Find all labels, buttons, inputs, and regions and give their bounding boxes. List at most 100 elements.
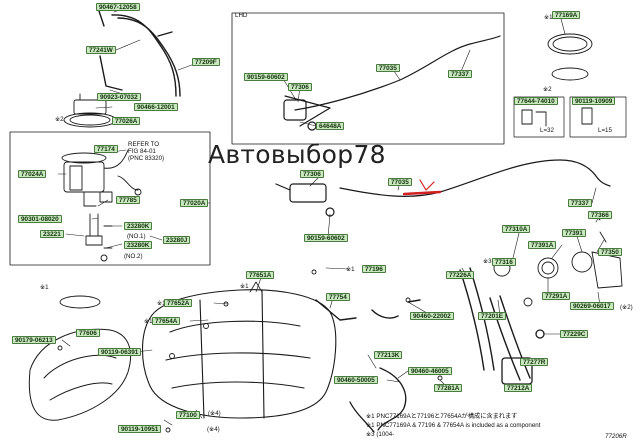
mark-77652: ※1: [157, 300, 166, 307]
no1-text: (NO.1): [127, 233, 146, 240]
part-label[interactable]: 77026A: [112, 117, 141, 125]
part-label[interactable]: 77310A: [502, 225, 531, 233]
refer-text-2: FIG 84-01: [128, 148, 156, 155]
part-label[interactable]: 77391: [562, 229, 586, 237]
part-label[interactable]: 77174: [94, 145, 118, 153]
note-3: ※3 (1004-: [366, 431, 395, 438]
part-label[interactable]: 77226A: [446, 271, 475, 279]
part-label[interactable]: 64648A: [316, 122, 345, 130]
part-label[interactable]: 77391A: [528, 241, 557, 249]
dimension-l15: L=15: [598, 127, 612, 134]
mark-ring: ※1: [40, 284, 49, 291]
tank-gasket: [59, 295, 101, 309]
refer-text-1: REFER TO: [128, 141, 160, 148]
part-label[interactable]: 90466-12001: [134, 103, 178, 111]
part-label[interactable]: 90119-06391: [98, 348, 142, 356]
part-label[interactable]: 23280J: [163, 236, 191, 244]
lhd-label: LHD: [235, 12, 248, 19]
part-label[interactable]: 77212A: [504, 384, 533, 392]
part-label[interactable]: 90269-06017: [570, 302, 614, 310]
mark-77100: (※4): [208, 410, 221, 417]
mark-77169: ※1: [544, 14, 553, 21]
part-label[interactable]: 77020A: [180, 199, 209, 207]
part-label[interactable]: 77024A: [18, 170, 47, 178]
mark-tank: ※1: [240, 283, 249, 290]
mark-77316: ※3: [483, 258, 492, 265]
part-label[interactable]: 77209F: [192, 58, 220, 66]
part-label[interactable]: 90119-10909: [572, 97, 616, 105]
pump-assembly-box: [9, 131, 211, 266]
note-japanese: ※1 PNC77169Aと77196と77654Aが構成に含まれます: [366, 413, 518, 420]
fuel-level-sender: [85, 213, 113, 262]
mark-90119c: (※4): [207, 426, 220, 433]
part-label[interactable]: 23280K: [124, 222, 153, 230]
part-label[interactable]: 77169A: [552, 11, 581, 19]
part-label[interactable]: 90460-22002: [410, 312, 454, 320]
part-label[interactable]: 90460-46005: [408, 367, 452, 375]
part-label[interactable]: 77100: [176, 411, 200, 419]
fasteners: [57, 269, 443, 433]
fuel-tank: [142, 281, 337, 419]
part-label[interactable]: 77035: [376, 64, 400, 72]
part-label[interactable]: 77201E: [478, 312, 507, 320]
mark-77196: ※1: [346, 266, 355, 273]
part-label[interactable]: 77785: [116, 196, 140, 204]
vent-hose: [97, 7, 181, 97]
filler-pipe: [315, 267, 531, 381]
no2-text: (NO.2): [124, 253, 143, 260]
watermark: Автовыбор78: [208, 140, 386, 169]
mark-77644: ※2: [543, 86, 552, 93]
part-label[interactable]: 90460-50005: [334, 376, 378, 384]
part-label[interactable]: 77277R: [520, 358, 549, 366]
part-label[interactable]: 77291A: [542, 292, 571, 300]
part-label[interactable]: 77644-74010: [514, 97, 558, 105]
part-label[interactable]: 90467-12058: [96, 3, 140, 11]
part-label[interactable]: 90119-10951: [118, 425, 162, 433]
note-english: ※1 PNC77169A & 77196 & 77654A is include…: [366, 422, 541, 429]
part-label[interactable]: 90301-08020: [18, 215, 62, 223]
part-label[interactable]: 77229C: [560, 330, 589, 338]
tank-protector: [28, 328, 132, 421]
pump-retainer-ring: [547, 33, 593, 81]
part-label[interactable]: 77350: [598, 248, 622, 256]
part-label[interactable]: 77213K: [374, 351, 403, 359]
figure-code: 77206R: [605, 433, 627, 440]
part-label[interactable]: 77606: [76, 329, 100, 337]
part-label[interactable]: 77652A: [164, 299, 193, 307]
highlight-arrow: [419, 179, 435, 191]
part-label[interactable]: 77241W: [86, 46, 116, 54]
part-label[interactable]: 23221: [40, 230, 64, 238]
part-label[interactable]: 77366: [588, 211, 612, 219]
part-label[interactable]: 77035: [388, 178, 412, 186]
part-label[interactable]: 90159-60602: [304, 234, 348, 242]
mark-77654: ※1: [144, 318, 153, 325]
part-label[interactable]: 77337: [448, 70, 472, 78]
option-parts: [521, 107, 593, 127]
dimension-l32: L=32: [540, 127, 554, 134]
part-label[interactable]: 90923-07032: [97, 93, 141, 101]
part-label[interactable]: 77306: [300, 170, 324, 178]
refer-text-3: (PNC 83320): [128, 155, 165, 162]
fuel-lid-cable: [275, 159, 611, 217]
pump-cover: [63, 93, 117, 128]
part-label[interactable]: 23280K: [124, 241, 153, 249]
part-label[interactable]: 77651A: [246, 271, 275, 279]
mark-pump: ※2: [55, 116, 64, 123]
lhd-callout-box: [231, 12, 505, 145]
mark-90269: (※2): [620, 304, 633, 311]
part-label[interactable]: 77281A: [434, 384, 463, 392]
fuel-pump: [61, 149, 142, 207]
part-label[interactable]: 90179-06213: [12, 336, 56, 344]
part-label[interactable]: 77654A: [152, 317, 181, 325]
lhd-fuel-lid-cable: [283, 35, 501, 131]
part-label[interactable]: 77306: [288, 83, 312, 91]
part-label[interactable]: 77754: [326, 293, 350, 301]
highlight-mark: [402, 190, 442, 196]
part-label[interactable]: 77316: [492, 258, 516, 266]
lower-hoses: [349, 329, 545, 433]
part-label[interactable]: 77337: [568, 199, 592, 207]
part-label[interactable]: 77196: [362, 265, 386, 273]
part-label[interactable]: 90159-60602: [244, 73, 288, 81]
